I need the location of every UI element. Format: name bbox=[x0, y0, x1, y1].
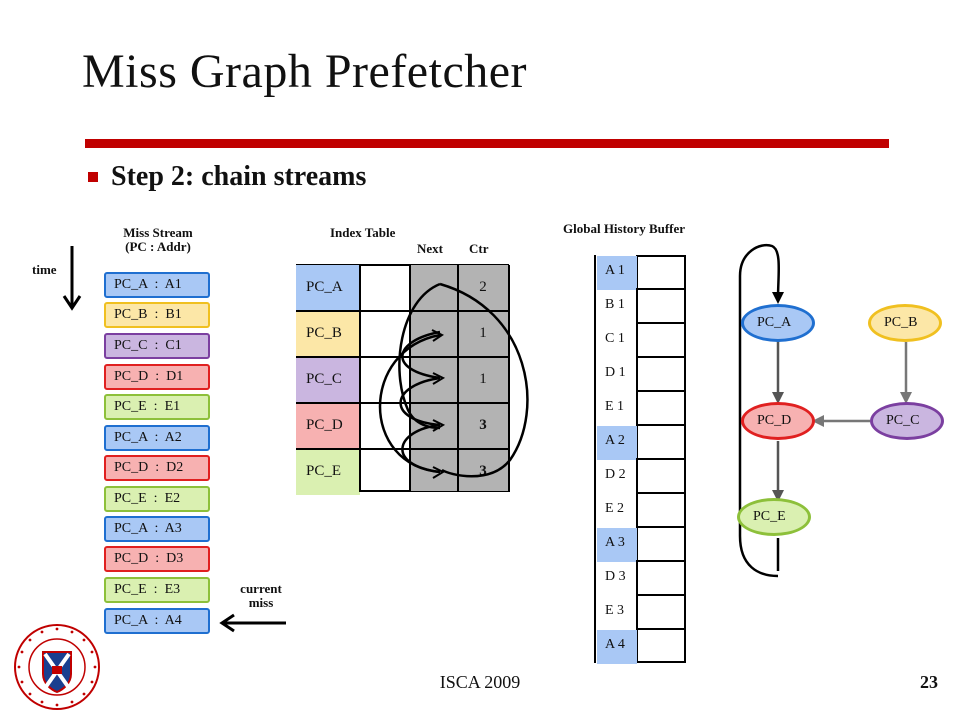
ghb-entry: A 4 bbox=[597, 630, 637, 664]
index-table-row: PC_A 2 bbox=[296, 265, 509, 311]
miss-stream-item: PC_A : A3 bbox=[104, 516, 210, 542]
index-table-pc: PC_D bbox=[296, 403, 360, 449]
current-miss-label-line1: current bbox=[240, 581, 282, 596]
ghb-entry: D 3 bbox=[605, 569, 626, 584]
index-table-pc: PC_E bbox=[296, 449, 360, 495]
university-logo-icon bbox=[14, 624, 100, 710]
graph-node-pc-c: PC_C bbox=[870, 402, 944, 440]
miss-stream-item: PC_D : D2 bbox=[104, 455, 210, 481]
index-table bbox=[296, 264, 509, 492]
index-table-ctr: 3 bbox=[479, 463, 487, 479]
miss-stream-item: PC_A : A1 bbox=[104, 272, 210, 298]
ghb-entry: E 3 bbox=[605, 603, 625, 618]
miss-stream-item: PC_E : E2 bbox=[104, 486, 210, 512]
index-table-ctr: 1 bbox=[479, 371, 487, 387]
current-miss-label-line2: miss bbox=[248, 595, 274, 610]
miss-stream-header-line2: (PC : Addr) bbox=[125, 239, 191, 254]
page-number: 23 bbox=[920, 672, 938, 692]
index-table-row: PC_B 1 bbox=[296, 311, 509, 357]
miss-stream-item: PC_A : A2 bbox=[104, 425, 210, 451]
index-table-grid-and-arrows bbox=[296, 265, 529, 492]
index-table-ctr: 2 bbox=[479, 279, 487, 295]
time-label: time bbox=[32, 262, 57, 277]
index-table-ctr: 3 bbox=[479, 417, 487, 433]
index-table-pc: PC_A bbox=[296, 265, 360, 311]
graph-node-pc-a: PC_A bbox=[741, 304, 815, 342]
miss-stream-item-current: PC_A : A4 bbox=[104, 608, 210, 634]
index-table-pc: PC_C bbox=[296, 357, 360, 403]
graph-node-pc-e: PC_E bbox=[737, 498, 811, 536]
miss-graph-edges bbox=[738, 243, 912, 578]
index-table-col-ctr: Ctr bbox=[469, 241, 489, 256]
miss-stream-item: PC_D : D3 bbox=[104, 546, 210, 572]
graph-node-pc-d: PC_D bbox=[741, 402, 815, 440]
index-table-row: PC_D 3 bbox=[296, 403, 509, 449]
bullet-step-text: Step 2: chain streams bbox=[111, 161, 367, 192]
ghb-entry: A 2 bbox=[597, 426, 637, 460]
bullet-square-icon bbox=[88, 172, 98, 182]
index-table-col-next: Next bbox=[417, 241, 443, 256]
ghb-column-border bbox=[594, 255, 638, 663]
ghb-header: Global History Buffer bbox=[563, 221, 686, 236]
index-table-ctr: 1 bbox=[479, 325, 487, 341]
graph-node-pc-b: PC_B bbox=[868, 304, 942, 342]
title-underline bbox=[85, 139, 889, 148]
miss-stream-item: PC_E : E3 bbox=[104, 577, 210, 603]
current-miss-arrow-icon bbox=[219, 613, 286, 633]
footer-conference: ISCA 2009 bbox=[439, 672, 521, 692]
miss-stream-item: PC_B : B1 bbox=[104, 302, 210, 328]
index-table-gray-columns bbox=[410, 265, 509, 491]
ghb-entry: E 1 bbox=[605, 399, 625, 414]
ghb-row-dividers bbox=[636, 288, 686, 630]
miss-stream-item: PC_C : C1 bbox=[104, 333, 210, 359]
ghb-entry: D 2 bbox=[605, 467, 626, 482]
miss-stream-header-line1: Miss Stream bbox=[123, 225, 193, 240]
miss-stream-header: Miss Stream (PC : Addr) bbox=[100, 226, 216, 254]
ghb-entry: A 1 bbox=[597, 256, 637, 290]
index-table-row: PC_E 3 bbox=[296, 449, 509, 495]
current-miss-label: current miss bbox=[226, 582, 296, 610]
ghb-entry: E 2 bbox=[605, 501, 625, 516]
ghb-entry: C 1 bbox=[605, 331, 625, 346]
slide-title: Miss Graph Prefetcher bbox=[82, 45, 528, 98]
index-table-pc: PC_B bbox=[296, 311, 360, 357]
index-table-header: Index Table bbox=[330, 225, 396, 240]
ghb-entry: A 3 bbox=[597, 528, 637, 562]
miss-stream-item: PC_D : D1 bbox=[104, 364, 210, 390]
time-arrow-icon bbox=[62, 246, 82, 311]
miss-stream-item: PC_E : E1 bbox=[104, 394, 210, 420]
ghb-entry: B 1 bbox=[605, 297, 625, 312]
index-table-row: PC_C 1 bbox=[296, 357, 509, 403]
ghb-entry: D 1 bbox=[605, 365, 626, 380]
